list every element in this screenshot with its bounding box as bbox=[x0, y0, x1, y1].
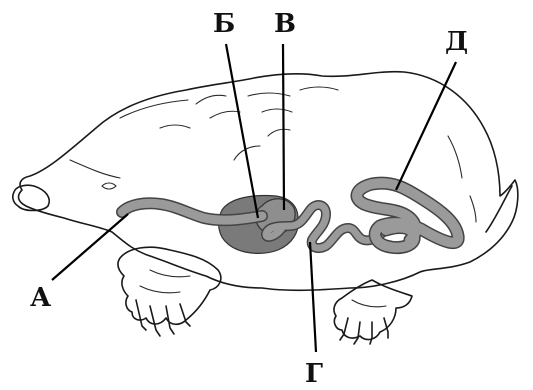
label-v: В bbox=[274, 9, 296, 39]
label-d: Д bbox=[445, 27, 468, 57]
label-a: А bbox=[30, 283, 51, 313]
leader-line-d bbox=[396, 62, 456, 190]
hind-paw bbox=[334, 280, 412, 344]
front-paw bbox=[118, 247, 221, 336]
leader-line-b bbox=[226, 44, 258, 218]
leader-line-a bbox=[52, 214, 128, 280]
large-intestine bbox=[357, 183, 458, 247]
label-b: Б bbox=[213, 9, 235, 39]
leader-line-v bbox=[283, 44, 284, 210]
leader-line-g bbox=[310, 242, 316, 352]
label-g: Г bbox=[305, 359, 323, 389]
mole-body-outline bbox=[13, 72, 518, 291]
